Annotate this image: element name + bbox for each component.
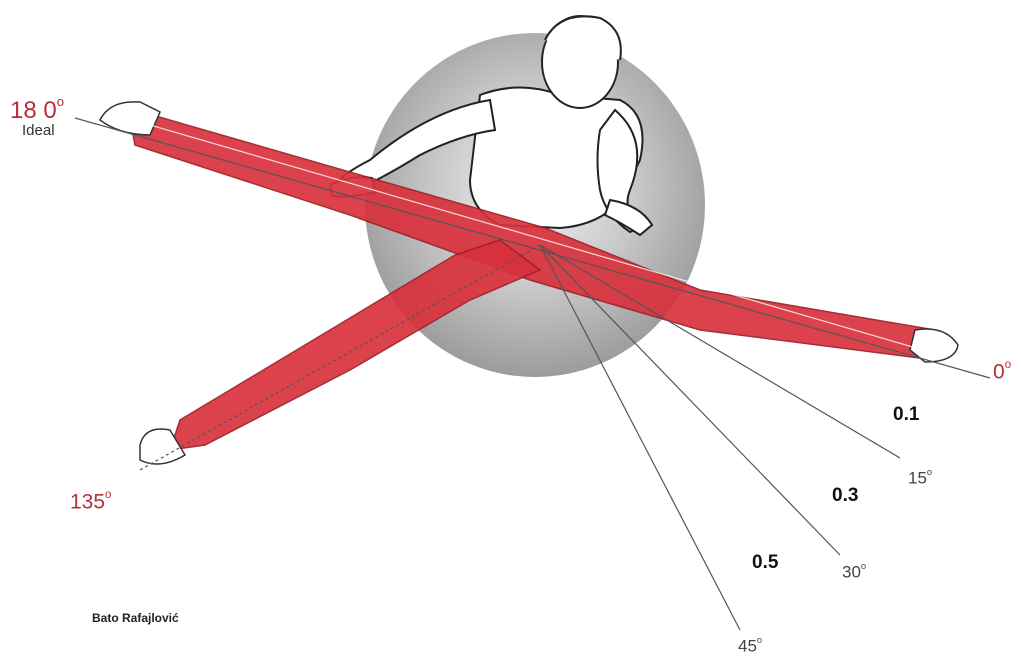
zero-angle-label: 0o (993, 360, 1011, 382)
degree-symbol: o (105, 489, 111, 501)
angle-15-label: 15o (908, 468, 932, 486)
angle-45-label: 45o (738, 636, 762, 654)
left-leg-angle-label: 135o (70, 490, 111, 512)
deduction-45-label: 0.5 (752, 553, 778, 572)
degree-symbol: o (861, 561, 866, 571)
angle-30-value: 30 (842, 562, 861, 581)
deduction-30-label: 0.3 (832, 486, 858, 505)
deduction-15-label: 0.1 (893, 405, 919, 424)
ideal-text-label: Ideal (22, 123, 55, 138)
degree-symbol: o (1005, 359, 1011, 371)
angle-15-value: 15 (908, 468, 927, 487)
ideal-angle-label: 18 0o (10, 95, 64, 123)
zero-angle-value: 0 (993, 360, 1005, 383)
degree-symbol: o (927, 467, 932, 477)
left-leg-angle-value: 135 (70, 490, 105, 513)
author-credit: Bato Rafajlović (92, 612, 179, 624)
ideal-angle-value: 18 0 (10, 97, 57, 124)
degree-symbol: o (757, 635, 762, 645)
angle-45-value: 45 (738, 636, 757, 655)
angle-30-label: 30o (842, 562, 866, 580)
degree-symbol: o (57, 94, 64, 109)
